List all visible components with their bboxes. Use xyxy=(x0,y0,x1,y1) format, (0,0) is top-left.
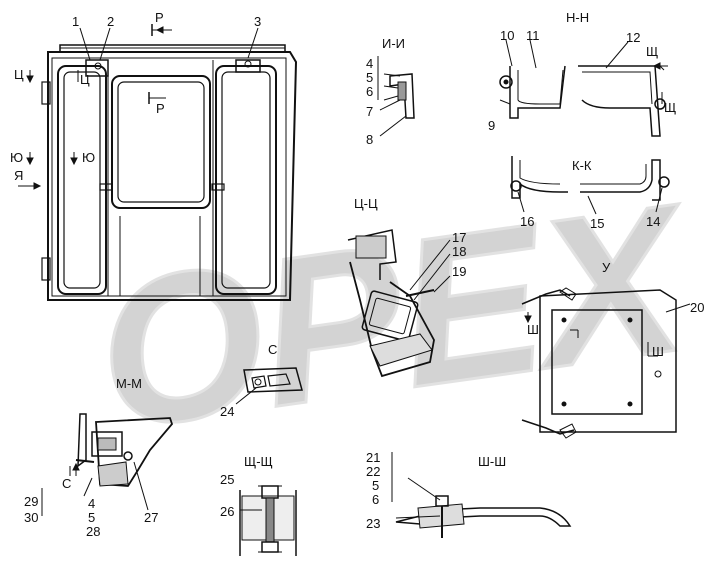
section-title-cc: Ц-Ц xyxy=(354,196,378,211)
callout-mm-27: 27 xyxy=(144,510,158,525)
section-title-shchshch: Щ-Щ xyxy=(244,454,273,469)
section-title-mm: М-М xyxy=(116,376,142,391)
view-u-drawing xyxy=(521,287,691,439)
callout-shsh-23: 23 xyxy=(366,516,380,531)
section-label-sh2: Ш xyxy=(652,344,664,359)
section-title-c-view: С xyxy=(268,342,277,357)
callout-nn-10: 10 xyxy=(500,28,514,43)
section-label-sh1: Ш xyxy=(527,322,539,337)
main-view-leaders xyxy=(79,27,259,61)
section-nn-drawing xyxy=(499,39,666,137)
section-ii-drawing xyxy=(377,56,415,137)
callout-shch-25: 25 xyxy=(220,472,234,487)
section-label-c-arrow: С xyxy=(62,476,71,491)
callout-2: 2 xyxy=(107,14,114,29)
callout-nn-12: 12 xyxy=(626,30,640,45)
callout-3: 3 xyxy=(254,14,261,29)
callout-1: 1 xyxy=(72,14,79,29)
callout-ii-8: 8 xyxy=(366,132,373,147)
view-u-markers xyxy=(524,312,658,357)
section-title-kk: К-К xyxy=(572,158,592,173)
section-label-yu-left: Ю xyxy=(10,150,23,165)
section-label-c-left: Ц xyxy=(14,67,24,82)
callout-shsh-5: 5 xyxy=(372,478,379,493)
section-label-shch2: Щ xyxy=(664,100,676,115)
callout-cc-18: 18 xyxy=(452,244,466,259)
main-roof-view xyxy=(41,44,298,301)
section-label-p-mid: Р xyxy=(156,101,165,116)
section-label-p-top: Р xyxy=(155,10,164,25)
section-label-shch1: Щ xyxy=(646,44,658,59)
section-label-yu-right: Ю xyxy=(82,150,95,165)
callout-kk-15: 15 xyxy=(590,216,604,231)
callout-ii-5: 5 xyxy=(366,70,373,85)
callout-kk-14: 14 xyxy=(646,214,660,229)
callout-mm-4: 4 xyxy=(88,496,95,511)
section-title-nn: Н-Н xyxy=(566,10,589,25)
callout-ii-4: 4 xyxy=(366,56,373,71)
watermark: OPEX xyxy=(83,157,707,475)
section-title-shsh: Ш-Ш xyxy=(478,454,506,469)
section-label-c-top: Ц xyxy=(80,72,90,87)
section-mm-drawing xyxy=(41,413,174,516)
section-label-ya-left: Я xyxy=(14,168,23,183)
callout-ii-7: 7 xyxy=(366,104,373,119)
watermark-text: OPEX xyxy=(84,159,705,474)
callout-kk-16: 16 xyxy=(520,214,534,229)
main-view-markers xyxy=(18,24,172,190)
section-mm-markers xyxy=(72,462,80,476)
callout-nn-11: 11 xyxy=(526,28,540,43)
callout-ii-6: 6 xyxy=(366,84,373,99)
callout-shsh-22: 22 xyxy=(366,464,380,479)
callout-mm-29: 29 xyxy=(24,494,38,509)
section-kk-drawing xyxy=(510,156,670,215)
callout-c-24: 24 xyxy=(220,404,234,419)
callout-mm-5: 5 xyxy=(88,510,95,525)
section-title-u: У xyxy=(602,260,611,275)
callout-mm-30: 30 xyxy=(24,510,38,525)
callout-cc-17: 17 xyxy=(452,230,466,245)
section-shsh-drawing xyxy=(391,452,572,538)
section-nn-markers xyxy=(652,62,668,104)
callout-cc-19: 19 xyxy=(452,264,466,279)
section-cc-drawing xyxy=(347,229,451,378)
callout-shsh-6: 6 xyxy=(372,492,379,507)
callout-nn-9: 9 xyxy=(488,118,495,133)
section-title-ii: И-И xyxy=(382,36,405,51)
callout-shch-26: 26 xyxy=(220,504,234,519)
callout-mm-28: 28 xyxy=(86,524,100,539)
section-shchshch-drawing xyxy=(239,485,297,556)
callout-shsh-21: 21 xyxy=(366,450,380,465)
callout-u-20: 20 xyxy=(690,300,704,315)
view-c-drawing xyxy=(235,367,303,405)
